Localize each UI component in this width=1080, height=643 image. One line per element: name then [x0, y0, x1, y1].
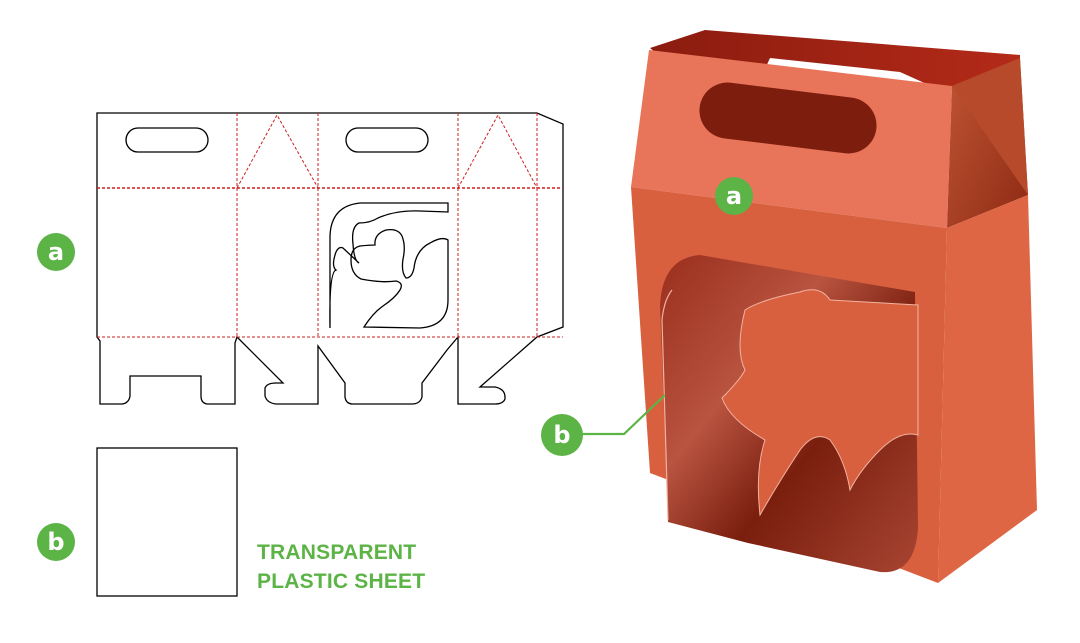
- plastic-sheet-caption: TRANSPARENT PLASTIC SHEET: [257, 538, 425, 596]
- handle-hole-left: [125, 127, 209, 153]
- badge-a-box: a: [715, 177, 753, 215]
- hands-heart-cutout: [350, 228, 449, 329]
- plastic-sheet-outline: [96, 447, 238, 597]
- dieline-cut-lines: [96, 112, 564, 405]
- window-cutout: [329, 202, 449, 329]
- badge-b-box-text: b: [553, 421, 571, 449]
- box-hands-heart: [721, 289, 919, 517]
- badge-a-dieline-text: a: [47, 238, 65, 266]
- box-handle-hole: [699, 82, 877, 154]
- badge-b-sheet-text: b: [47, 528, 65, 556]
- dieline-fold-lines: [97, 113, 563, 338]
- badge-a-box-text: a: [725, 182, 743, 210]
- caption-line-1: TRANSPARENT: [257, 541, 417, 564]
- badge-b-box: b: [541, 414, 583, 456]
- handle-hole-right: [345, 127, 429, 153]
- badge-b-sheet: b: [37, 523, 75, 561]
- box-body: [631, 30, 1037, 583]
- caption-line-2: PLASTIC SHEET: [257, 570, 426, 593]
- leader-line-b: [581, 394, 666, 436]
- badge-a-dieline: a: [37, 233, 75, 271]
